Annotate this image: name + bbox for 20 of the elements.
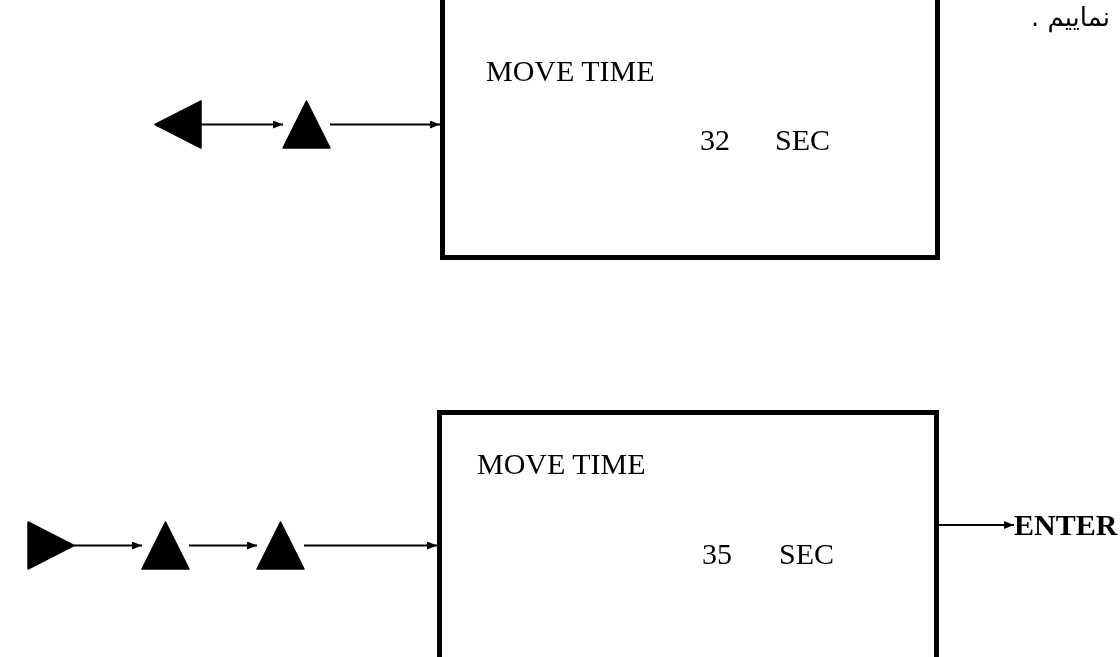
display-screen bbox=[440, 0, 940, 260]
arrow bbox=[73, 541, 143, 550]
key-label: ENTER bbox=[1014, 510, 1118, 540]
up-triangle-icon bbox=[257, 522, 304, 569]
arrow bbox=[303, 541, 438, 550]
up-triangle-icon bbox=[142, 522, 189, 569]
display-text: MOVE TIME bbox=[477, 449, 646, 479]
display-text: MOVE TIME bbox=[486, 56, 655, 86]
note-text: نماییم . bbox=[1030, 2, 1110, 34]
up-triangle-icon bbox=[283, 101, 330, 148]
display-text: 35 bbox=[702, 539, 732, 569]
arrow bbox=[938, 521, 1015, 529]
left-triangle-icon bbox=[155, 101, 201, 148]
arrow bbox=[188, 541, 258, 550]
display-text: SEC bbox=[775, 125, 831, 155]
display-text: 32 bbox=[700, 125, 730, 155]
display-screen bbox=[437, 410, 939, 657]
display-text: SEC bbox=[779, 539, 835, 569]
arrow bbox=[329, 120, 441, 129]
right-triangle-icon bbox=[28, 522, 74, 569]
